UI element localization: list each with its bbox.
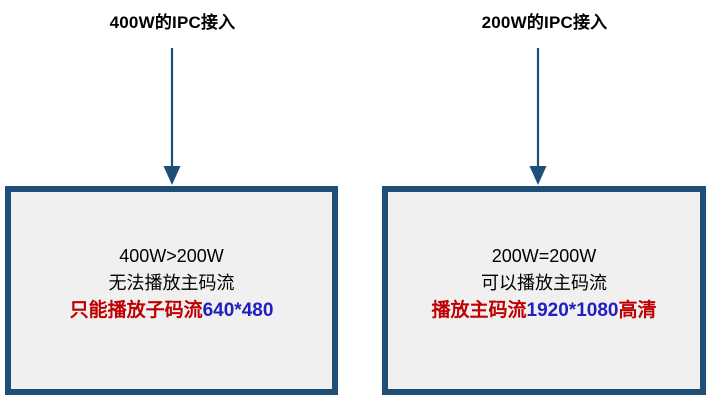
result-line-right-suffix: 高清 [618,300,657,321]
down-arrow-icon-left [162,48,182,186]
result-line-mainstream-right: 可以播放主码流 [481,273,607,293]
result-line-comparison-right: 200W=200W [491,246,597,266]
result-line-mainstream-left: 无法播放主码流 [108,273,235,293]
result-line-comparison-left: 400W>200W [119,246,224,266]
result-line-right-prefix: 播放主码流 [431,300,527,321]
result-box-right: 200W=200W 可以播放主码流 播放主码流1920*1080高清 [382,186,706,395]
down-arrow-icon-right [528,48,548,186]
result-line-right-resolution: 1920*1080 [526,300,619,321]
result-line-substream-left: 只能播放子码流640*480 [70,297,274,324]
result-line-left-resolution: 640*480 [202,300,274,321]
result-line-substream-right: 播放主码流1920*1080高清 [432,297,657,324]
column-title-left: 400W的IPC接入 [109,13,236,32]
result-box-left: 400W>200W 无法播放主码流 只能播放子码流640*480 [5,186,338,395]
result-box-right-text: 200W=200W 可以播放主码流 播放主码流1920*1080高清 [432,243,657,324]
result-box-left-text: 400W>200W 无法播放主码流 只能播放子码流640*480 [70,243,274,324]
column-title-right: 200W的IPC接入 [481,13,608,32]
result-line-left-prefix: 只能播放子码流 [69,300,203,321]
